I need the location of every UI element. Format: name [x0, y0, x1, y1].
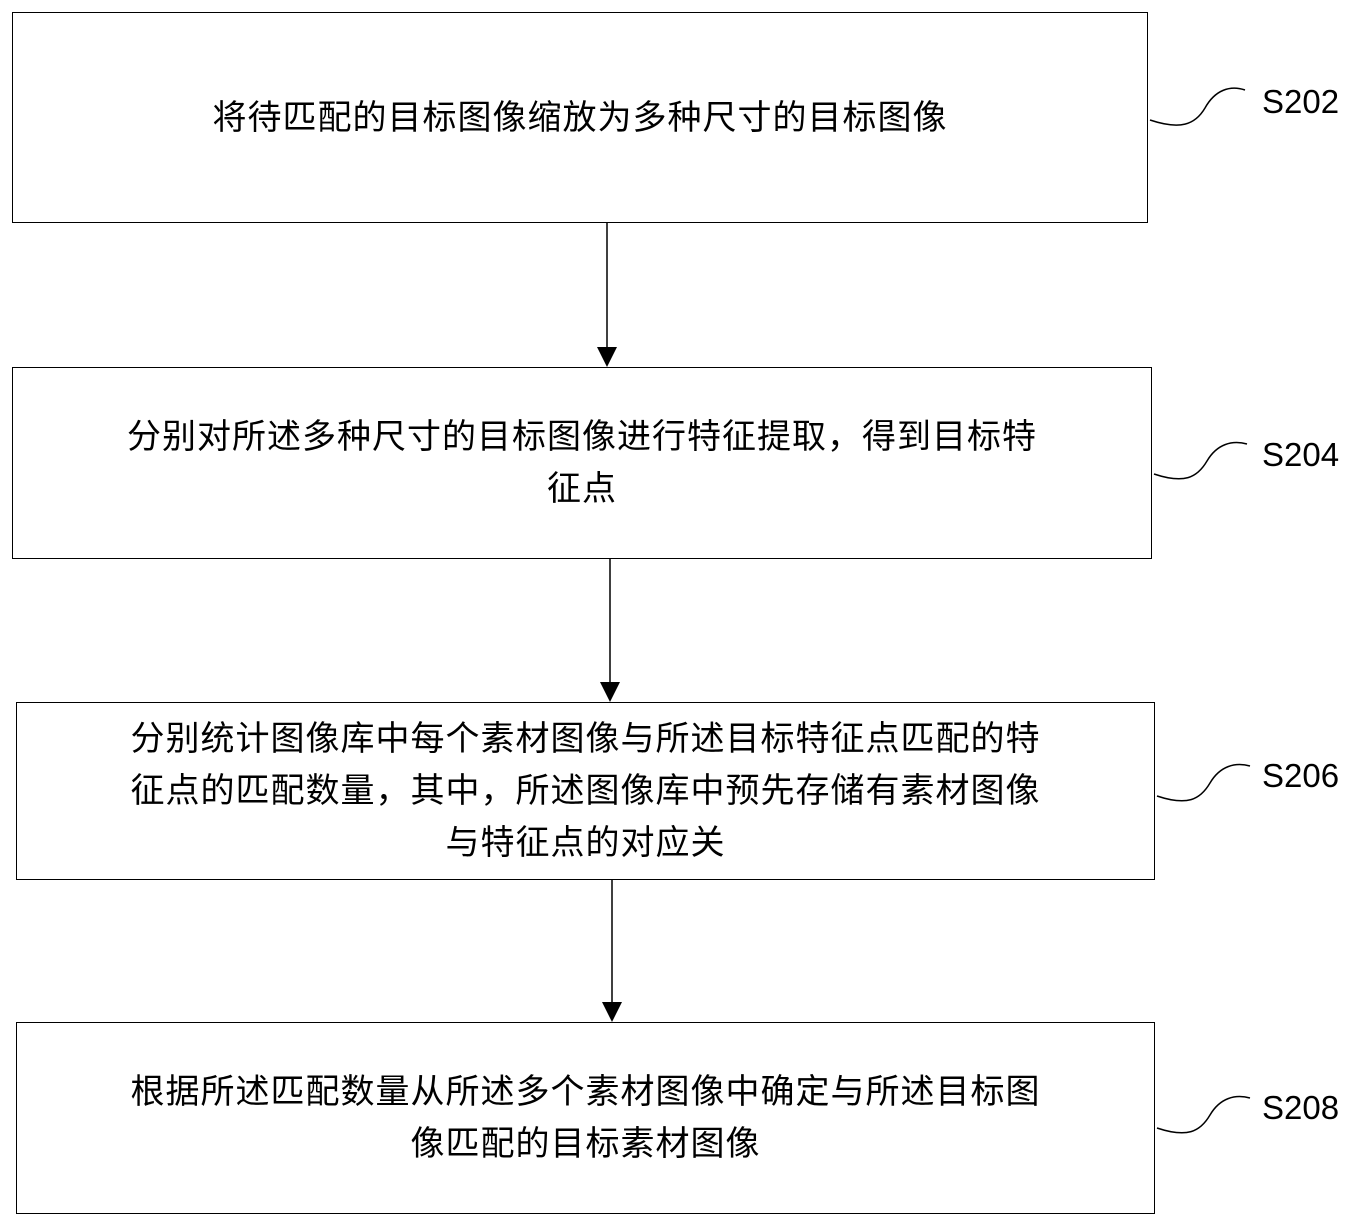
arrow-s202-to-s204 [597, 223, 617, 367]
step-box-s208: 根据所述匹配数量从所述多个素材图像中确定与所述目标图 像匹配的目标素材图像 [16, 1022, 1155, 1214]
step-box-s202: 将待匹配的目标图像缩放为多种尺寸的目标图像 [12, 12, 1148, 223]
step-label-s202: S202 [1262, 83, 1340, 120]
step-label-s204: S204 [1262, 436, 1340, 473]
step-label-s206: S206 [1262, 757, 1340, 794]
step-box-s206: 分别统计图像库中每个素材图像与所述目标特征点匹配的特 征点的匹配数量，其中，所述… [16, 702, 1155, 880]
step-text-s208: 根据所述匹配数量从所述多个素材图像中确定与所述目标图 像匹配的目标素材图像 [130, 1072, 1041, 1164]
step-label-s208: S208 [1262, 1089, 1340, 1126]
leader-s206 [1156, 763, 1251, 802]
step-text-s206: 分别统计图像库中每个素材图像与所述目标特征点匹配的特 征点的匹配数量，其中，所述… [130, 719, 1041, 863]
arrow-s206-to-s208 [602, 880, 622, 1022]
leader-s202 [1149, 87, 1246, 126]
step-text-s202: 将待匹配的目标图像缩放为多种尺寸的目标图像 [212, 97, 948, 138]
step-text-s204: 分别对所述多种尺寸的目标图像进行特征提取，得到目标特 征点 [127, 417, 1037, 509]
step-box-s204: 分别对所述多种尺寸的目标图像进行特征提取，得到目标特 征点 [12, 367, 1152, 559]
leader-s204 [1153, 441, 1248, 480]
arrow-s204-to-s206 [600, 559, 620, 702]
leader-s208 [1156, 1095, 1251, 1134]
